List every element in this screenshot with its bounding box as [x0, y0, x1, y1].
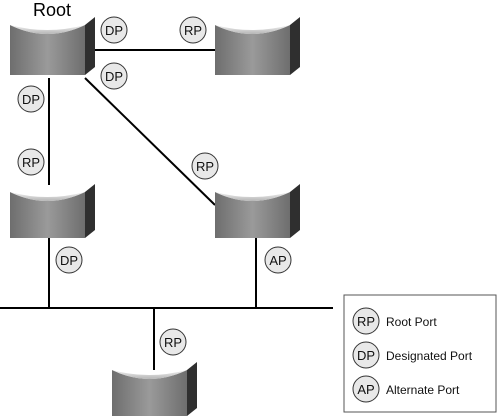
- legend: RP Root Port DP Designated Port AP Alter…: [343, 294, 497, 413]
- svg-text:RP: RP: [164, 335, 182, 350]
- port-badge-left-north: RP: [17, 148, 45, 176]
- svg-text:Designated Port: Designated Port: [386, 349, 473, 363]
- switch-bottom: [112, 362, 197, 416]
- svg-text:RP: RP: [196, 159, 214, 174]
- port-badge-root-east: DP: [100, 16, 128, 44]
- links: [0, 49, 333, 370]
- port-badge-top-right-west: RP: [179, 16, 207, 44]
- svg-text:RP: RP: [22, 155, 40, 170]
- root-title: Root: [33, 0, 71, 20]
- switch-left: [10, 184, 95, 238]
- svg-text:Alternate Port: Alternate Port: [386, 383, 460, 397]
- port-badge-mid-right-south: AP: [264, 246, 292, 274]
- svg-text:RP: RP: [184, 23, 202, 38]
- svg-text:RP: RP: [357, 314, 375, 329]
- svg-text:DP: DP: [60, 253, 78, 268]
- port-badge-left-south: DP: [55, 246, 83, 274]
- legend-item-alternate-port: AP Alternate Port: [352, 375, 460, 403]
- port-badge-bottom-north: RP: [159, 328, 187, 356]
- svg-text:AP: AP: [269, 253, 286, 268]
- svg-text:Root Port: Root Port: [386, 315, 437, 329]
- port-badge-mid-right-northwest: RP: [191, 152, 219, 180]
- legend-item-designated-port: DP Designated Port: [352, 341, 473, 369]
- port-badge-root-southeast: DP: [100, 62, 128, 90]
- switch-top-right: [215, 17, 300, 75]
- switch-root: [10, 17, 95, 75]
- link-root-to-mid-right-switch: [84, 77, 216, 206]
- port-badge-root-south: DP: [17, 85, 45, 113]
- svg-text:DP: DP: [357, 348, 375, 363]
- svg-text:AP: AP: [357, 382, 374, 397]
- svg-text:DP: DP: [105, 23, 123, 38]
- switch-mid-right: [215, 184, 300, 238]
- legend-item-root-port: RP Root Port: [352, 307, 437, 335]
- svg-text:DP: DP: [105, 69, 123, 84]
- svg-text:DP: DP: [22, 92, 40, 107]
